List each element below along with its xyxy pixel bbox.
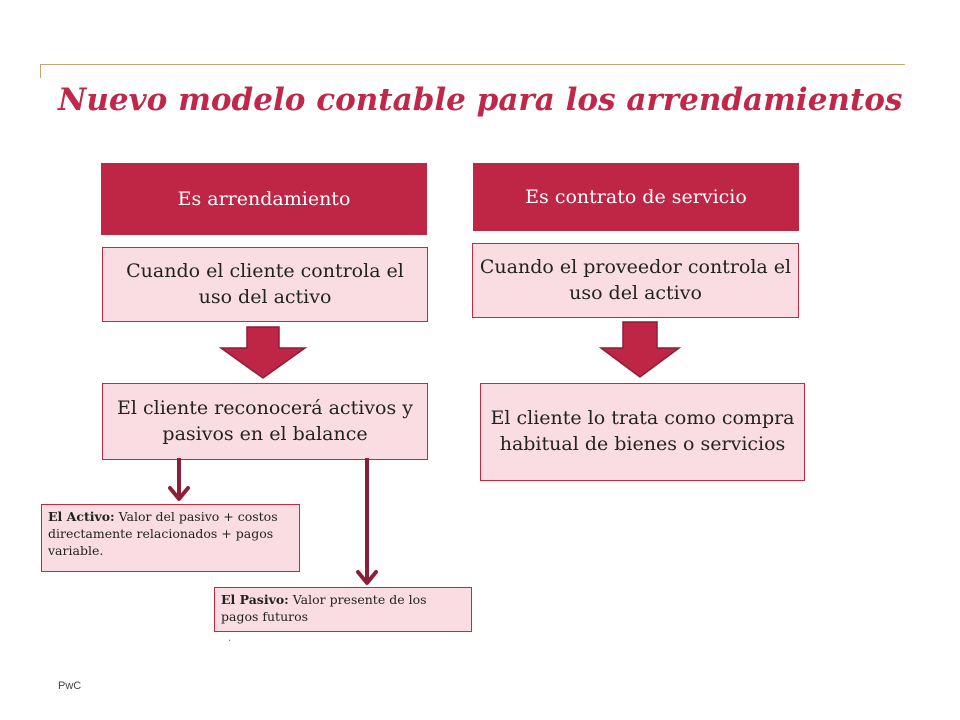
service-condition-box: Cuando el proveedor controla el uso del …	[472, 243, 799, 318]
pasivo-text: Valor presente de los pagos futuros	[221, 592, 427, 624]
service-result-box: El cliente lo trata como compra habitual…	[480, 383, 805, 481]
service-down-arrow-icon	[598, 321, 682, 378]
lease-condition-box: Cuando el cliente controla el uso del ac…	[102, 247, 428, 322]
left-frame-tick	[40, 64, 41, 78]
lease-down-arrow-icon	[218, 326, 308, 379]
page-title: Nuevo modelo contable para los arrendami…	[58, 82, 903, 118]
lease-result-box: El cliente reconocerá activos y pasivos …	[102, 383, 428, 460]
activo-arrow-icon	[168, 458, 190, 501]
activo-label: El Activo:	[48, 509, 115, 524]
pasivo-arrow-icon	[356, 458, 378, 585]
footer-brand: PwC	[58, 680, 82, 692]
service-header: Es contrato de servicio	[473, 163, 799, 231]
pasivo-note: El Pasivo: Valor presente de los pagos f…	[214, 587, 472, 632]
activo-text: Valor del pasivo + costos directamente r…	[48, 509, 278, 558]
pasivo-label: El Pasivo:	[221, 592, 289, 607]
lease-header: Es arrendamiento	[101, 163, 427, 235]
activo-note: El Activo: Valor del pasivo + costos dir…	[41, 504, 300, 572]
pasivo-trailing-dot: .	[228, 633, 232, 644]
top-frame-line	[40, 64, 905, 65]
